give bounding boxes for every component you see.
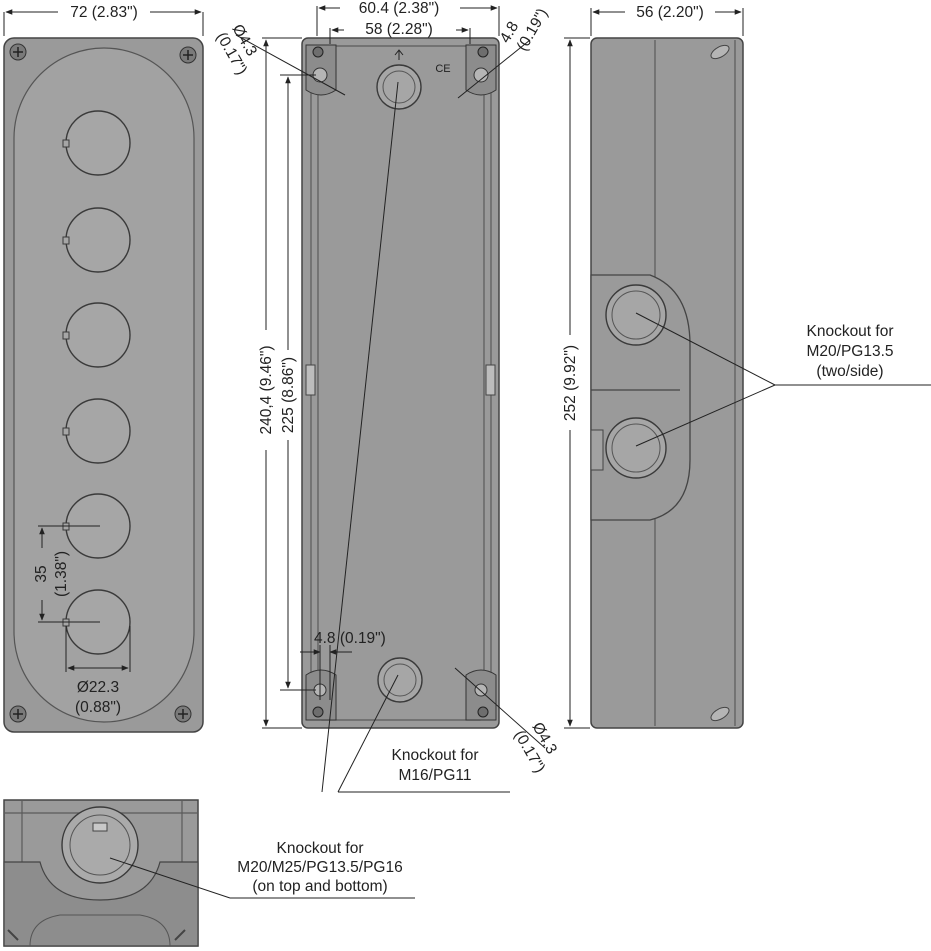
front-view: 72 (2.83") 35 (1.38") Ø22.3 (0.88")	[3, 4, 204, 733]
front-cover-panel	[13, 47, 195, 723]
top-knockout-label-line2: M20/M25/PG13.5/PG16	[237, 859, 402, 876]
back-knockout-label-line1: Knockout for	[391, 747, 478, 764]
side-knockout-label-line1: Knockout for	[806, 323, 893, 340]
mounting-hole-top-left	[305, 44, 337, 96]
back-enclosure-body	[301, 37, 500, 729]
back-view: CE 60.4 (2.38") 58 (2.28") 240,4 (9.46")…	[213, 0, 560, 793]
hole-diameter-mm: Ø22.3	[77, 679, 119, 696]
side-knockout-top	[605, 284, 667, 346]
mounting-hole-bottom-right	[465, 669, 497, 721]
hole-diameter-in: (0.88")	[75, 699, 121, 716]
ce-mark: CE	[435, 63, 450, 75]
corner-screw-icon	[9, 43, 27, 61]
top-knockout	[61, 806, 139, 884]
back-outer-width-dimension: 60.4 (2.38")	[359, 0, 439, 17]
top-knockout-label-line3: (on top and bottom)	[252, 878, 387, 895]
pitch-dimension-in: (1.38")	[53, 551, 70, 597]
side-depth-dimension: 56 (2.20")	[636, 4, 704, 21]
button-hole-3	[62, 302, 131, 368]
back-inner-height-dimension: 225 (8.86")	[280, 357, 297, 433]
top-knockout-label-line1: Knockout for	[276, 840, 363, 857]
corner-screw-icon	[9, 705, 27, 723]
side-knockout-bottom	[605, 417, 667, 479]
button-hole-4	[62, 398, 131, 464]
front-width-dimension: 72 (2.83")	[70, 4, 138, 21]
top-view: Knockout for M20/M25/PG13.5/PG16 (on top…	[3, 799, 415, 947]
side-clip	[305, 364, 316, 396]
side-height-dimension: 252 (9.92")	[562, 345, 579, 421]
button-hole-1	[62, 110, 131, 176]
back-inner-width-dimension: 58 (2.28")	[365, 21, 433, 38]
side-knockout-label-line2: M20/PG13.5	[806, 343, 893, 360]
offset-dimension: 4.8 (0.19")	[314, 630, 386, 647]
corner-screw-icon	[179, 46, 197, 64]
back-outer-height-dimension: 240,4 (9.46")	[258, 345, 275, 434]
mounting-hole-bottom-left	[305, 669, 337, 721]
side-clip	[485, 364, 496, 396]
button-hole-2	[62, 207, 131, 273]
back-knockout-bottom	[377, 657, 423, 703]
back-knockout-top	[376, 64, 422, 110]
side-view: 56 (2.20") 252 (9.92") Knockout for M20/…	[562, 4, 931, 729]
corner-screw-icon	[174, 705, 192, 723]
side-knockout-label-line3: (two/side)	[816, 363, 883, 380]
back-knockout-label-line2: M16/PG11	[399, 767, 472, 784]
mounting-hole-top-right	[465, 44, 497, 96]
up-arrow-icon	[394, 49, 404, 60]
pitch-dimension-mm: 35	[33, 565, 50, 582]
side-screw-slot	[710, 706, 730, 722]
side-screw-slot	[710, 44, 730, 60]
